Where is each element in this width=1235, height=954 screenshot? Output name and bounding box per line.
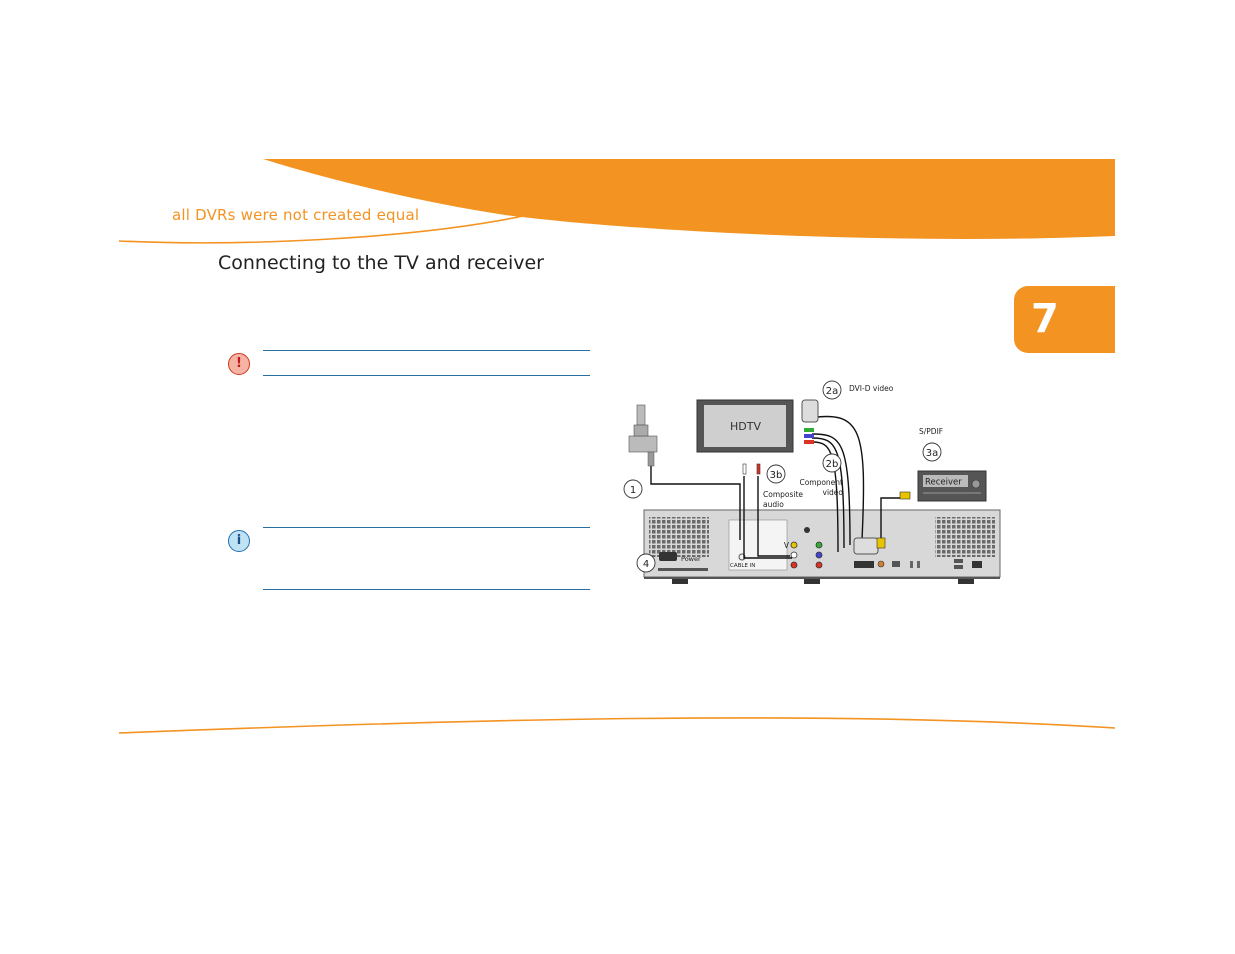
callout-3a: 3a [926, 448, 939, 459]
hdtv-label: HDTV [730, 420, 761, 433]
section-title: Connecting to the TV and receiver [218, 252, 544, 274]
warning-rule-top [263, 350, 590, 351]
footer-curve [118, 717, 1116, 734]
power-label: Power [681, 555, 701, 563]
callout-4: 4 [643, 559, 649, 570]
cable-in-label: CABLE IN [730, 563, 755, 569]
composite-caption-2: audio [763, 500, 784, 509]
callout-1: 1 [630, 485, 636, 496]
info-rule-top [263, 527, 590, 528]
warning-rule-bottom [263, 375, 590, 376]
cable-splitter [628, 404, 658, 467]
spdif-caption: S/PDIF [919, 427, 943, 436]
callout-2b: 2b [826, 459, 839, 470]
component-caption-2: video [823, 488, 844, 497]
dvr-unit: V CABLE IN Power [643, 509, 1001, 584]
callout-2a: 2a [826, 386, 839, 397]
header-swoosh-line [118, 214, 529, 244]
receiver: Receiver [917, 470, 987, 502]
info-rule-bottom [263, 589, 590, 590]
chapter-tab: 7 [1014, 286, 1115, 353]
dvi-caption: DVI-D video [849, 384, 894, 393]
connection-diagram: V CABLE IN Power HDTV Receiver [623, 380, 1001, 584]
receiver-label: Receiver [925, 478, 962, 488]
header-swoosh [263, 159, 1115, 239]
callout-3b: 3b [770, 470, 783, 481]
warning-icon: ! [228, 353, 250, 375]
v-port-label: V [784, 541, 790, 550]
running-header: all DVRs were not created equal [172, 206, 420, 224]
info-icon: i [228, 530, 250, 552]
component-caption-1: Component [799, 478, 843, 487]
hdtv: HDTV [696, 399, 794, 453]
composite-caption-1: Composite [763, 490, 803, 499]
